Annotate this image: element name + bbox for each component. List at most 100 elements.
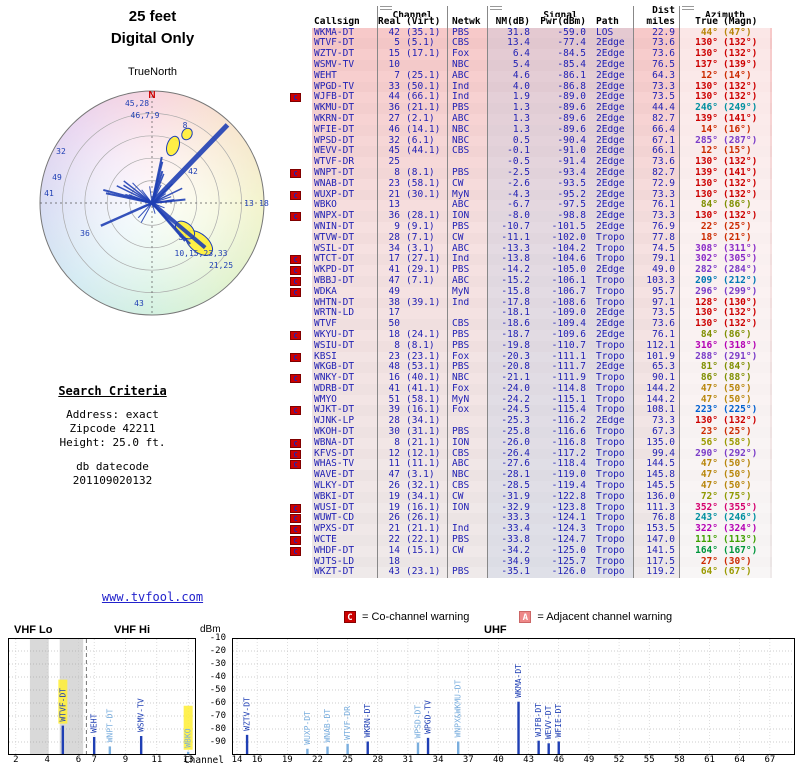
radar-channel-label: 13 [244, 199, 254, 208]
cell-path: Tropo [590, 481, 634, 492]
cell-callsign: WUXP-DT [312, 189, 378, 201]
cell-network: Fox [448, 351, 488, 363]
cell-nm-db: -17.8 [488, 297, 534, 309]
x-tick-label: 40 [492, 755, 504, 765]
column-header-miles: miles [634, 16, 680, 28]
chart-bar-label: WKMA-DT [514, 664, 523, 698]
cell-azimuth-magn: (25°) [720, 427, 770, 438]
cell-dist-miles: 65.3 [634, 362, 680, 374]
cell-azimuth-magn: (132°) [720, 308, 770, 320]
cell-channel-real: 14 [388, 545, 400, 556]
cell-callsign: WNIN-DT [312, 221, 378, 233]
cell-azimuth-true: 18° [680, 232, 720, 244]
cell-azimuth-true: 47° [680, 470, 720, 482]
cell-dist-miles: 82.7 [634, 167, 680, 179]
chart-bar-label: WSMV-TV [137, 698, 146, 732]
cell-channel-real: 8 [394, 340, 400, 351]
cell-pwr-dbm: -124.3 [534, 524, 590, 536]
chart-bar [426, 737, 430, 755]
cell-path: 2Edge [590, 157, 634, 168]
cell-channel-virtual: (3.1) [404, 470, 448, 482]
y-axis-unit-label: dBm [200, 624, 221, 635]
warning-gutter: C [282, 211, 312, 222]
co-channel-warning-icon: C [290, 514, 301, 524]
chart-bar [537, 740, 540, 755]
cell-callsign: WNPX-DT [312, 211, 378, 222]
cell-pwr-dbm: -110.7 [534, 340, 590, 352]
cell-azimuth-true: 86° [680, 373, 720, 384]
cell-pwr-dbm: -116.2 [534, 416, 590, 428]
cell-callsign: WPXS-DT [312, 524, 378, 536]
cell-dist-miles: 66.1 [634, 146, 680, 158]
cell-callsign: WHDF-DT [312, 545, 378, 557]
warning-gutter [282, 70, 312, 82]
cell-pwr-dbm: -84.5 [534, 49, 590, 60]
chart-bar-label: WNAB-DT [323, 709, 332, 743]
cell-azimuth-true: 130° [680, 157, 720, 168]
cell-dist-miles: 73.3 [634, 81, 680, 93]
chart-bar [61, 725, 65, 755]
cell-channel-real: 19 [388, 491, 400, 502]
cell-azimuth-magn: (67°) [720, 567, 770, 579]
cell-channel-virtual: (58.1) [404, 178, 448, 190]
cell-nm-db: 1.3 [488, 103, 534, 114]
cell-dist-miles: 74.5 [634, 243, 680, 255]
chart-bar [245, 734, 249, 755]
cell-azimuth-magn: (132°) [720, 157, 770, 168]
cell-path: 2Edge [590, 211, 634, 222]
cell-nm-db: 5.4 [488, 59, 534, 71]
cell-azimuth-magn: (355°) [720, 502, 770, 514]
cell-nm-db: -28.5 [488, 481, 534, 492]
radar-signal-spoke [151, 202, 186, 242]
cell-dist-miles: 67.3 [634, 427, 680, 438]
cell-nm-db: -26.4 [488, 448, 534, 460]
warning-gutter [282, 38, 312, 50]
cell-callsign: WTVF-DT [312, 38, 378, 50]
cell-channel-virtual: (6.1) [404, 135, 448, 147]
cell-channel-virtual [404, 556, 448, 568]
warning-gutter [282, 200, 312, 212]
x-tick-label: 31 [402, 755, 414, 765]
search-criteria-title: Search Criteria [58, 384, 167, 398]
cell-channel-real: 42 [388, 27, 400, 38]
cell-network: PBS [448, 167, 488, 179]
cell-azimuth-true: 12° [680, 70, 720, 82]
cell-network: ABC [448, 113, 488, 125]
cell-network: Ind [448, 297, 488, 309]
x-tick-label: 55 [643, 755, 655, 765]
warning-gutter: C [282, 524, 312, 536]
cell-azimuth-magn: (25°) [720, 221, 770, 233]
chart-bar-label: WJFB-DT [534, 703, 543, 737]
cell-callsign: WNPT-DT [312, 167, 378, 179]
warning-gutter [282, 297, 312, 309]
tvfool-link[interactable]: www.tvfool.com [101, 590, 204, 604]
cell-nm-db: 0.5 [488, 135, 534, 147]
cell-azimuth-magn: (311°) [720, 243, 770, 255]
gray-band [29, 639, 49, 754]
cell-nm-db: -2.6 [488, 178, 534, 190]
cell-dist-miles: 95.7 [634, 286, 680, 298]
cell-nm-db: -4.3 [488, 189, 534, 201]
cell-callsign: WHTN-DT [312, 297, 378, 309]
cell-azimuth-magn: (284°) [720, 265, 770, 276]
cell-channel-virtual: (23.1) [404, 567, 448, 579]
cell-azimuth-magn: (47°) [720, 27, 770, 39]
chart-bar-label: WPSD-DT [413, 705, 422, 739]
y-tick-label: -30 [209, 659, 226, 669]
cell-nm-db: -13.3 [488, 243, 534, 255]
cell-channel-virtual: (8.1) [404, 167, 448, 179]
cell-dist-miles: 145.5 [634, 481, 680, 492]
cell-dist-miles: 136.0 [634, 491, 680, 503]
cell-nm-db: -14.2 [488, 265, 534, 276]
cell-nm-db: -35.1 [488, 567, 534, 579]
cell-nm-db: -33.4 [488, 524, 534, 536]
